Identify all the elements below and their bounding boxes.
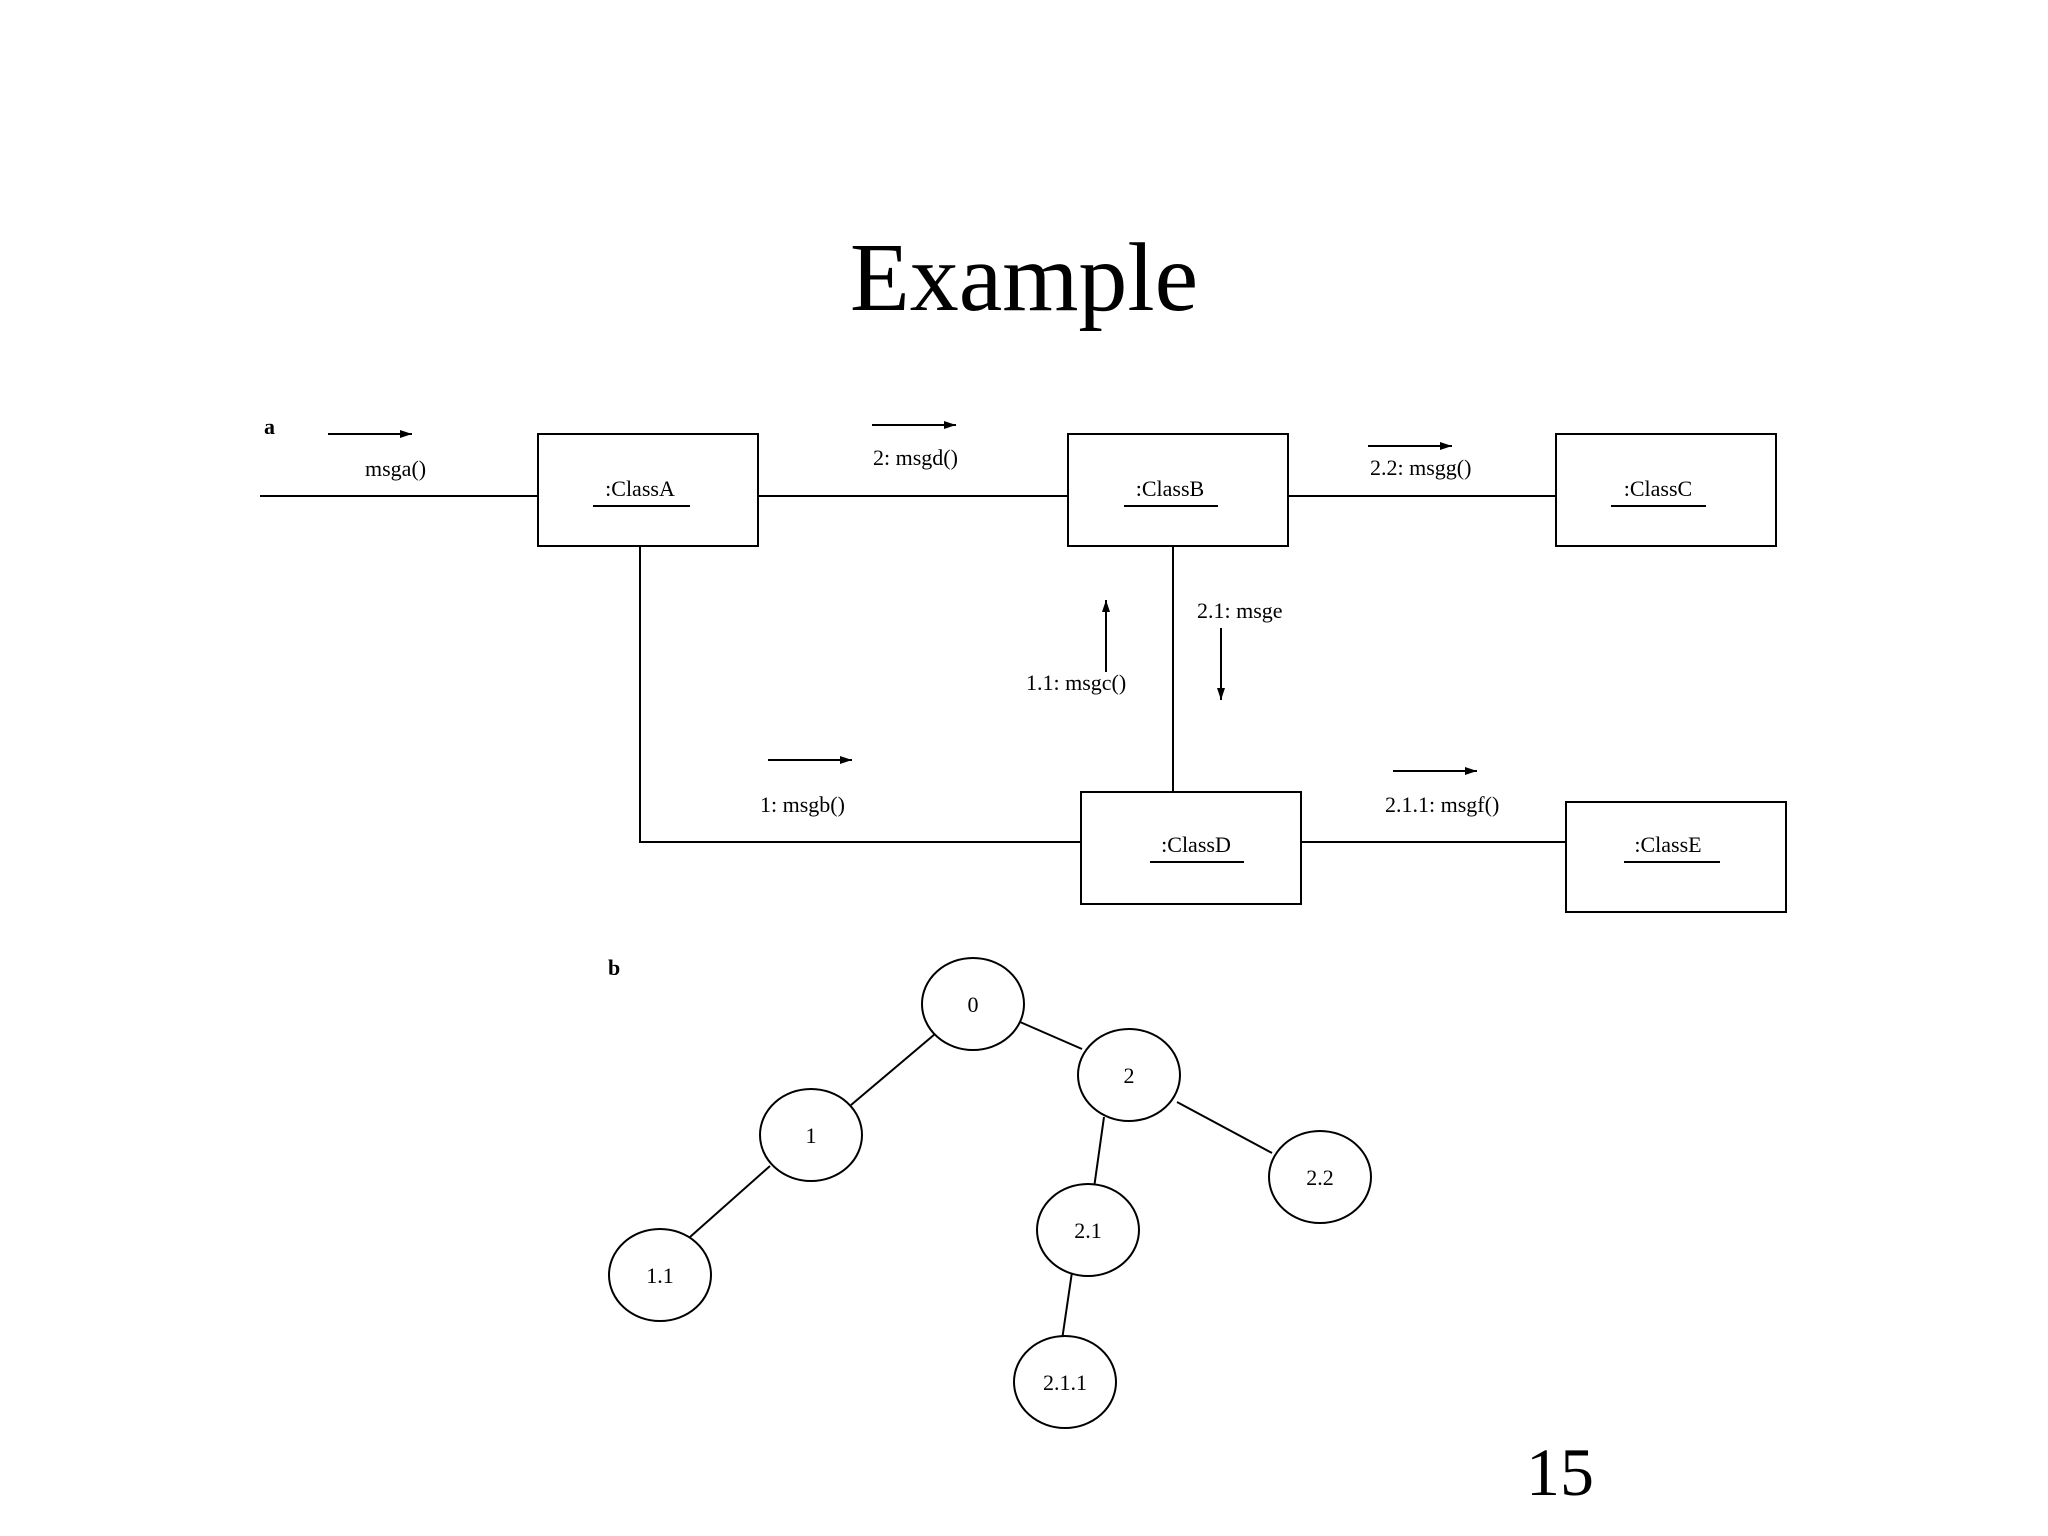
tree-edges (689, 1021, 1273, 1341)
tree-node-label: 1 (806, 1123, 817, 1148)
tree-node-circle (1013, 1335, 1117, 1429)
tree-node-1-1: 1.1 (608, 1228, 712, 1322)
message-label-msga: msga() (365, 456, 426, 481)
object-label: :ClassE (1634, 832, 1701, 857)
object-label: :ClassA (605, 476, 675, 501)
tree-node-label: 0 (968, 992, 979, 1017)
tree-node-2-1: 2.1 (1036, 1183, 1140, 1277)
object-box (1067, 433, 1289, 547)
tree-node-2-1-1: 2.1.1 (1013, 1335, 1117, 1429)
tree-edge-21-211 (1061, 1271, 1073, 1341)
tree-node-circle (921, 957, 1025, 1051)
object-box (1565, 801, 1787, 913)
panel-a-label: a (264, 414, 275, 439)
message-label-msgd: 2: msgd() (873, 445, 958, 470)
tree-edge-0-2 (1019, 1021, 1083, 1050)
tree-node-circle (1036, 1183, 1140, 1277)
tree-node-label: 2.1.1 (1043, 1370, 1087, 1395)
tree-node-circle (1077, 1028, 1181, 1122)
object-box (537, 433, 759, 547)
message-label-msgf: 2.1.1: msgf() (1385, 792, 1499, 817)
slide-title: Example (849, 224, 1199, 332)
tree-node-circle (608, 1228, 712, 1322)
tree-edge-1-11 (689, 1165, 771, 1238)
object-box (1555, 433, 1777, 547)
tree-node-2-2: 2.2 (1268, 1130, 1372, 1224)
tree-node-label: 1.1 (646, 1263, 674, 1288)
links (260, 495, 1566, 843)
tree-node-0: 0 (921, 957, 1025, 1051)
object-classE: :ClassE (1565, 801, 1787, 913)
message-label-msge: 2.1: msge (1197, 598, 1283, 623)
message-label-msgg: 2.2: msgg() (1370, 455, 1471, 480)
panel-b-label: b (608, 955, 620, 980)
object-classD: :ClassD (1080, 791, 1302, 905)
object-classB: :ClassB (1067, 433, 1289, 547)
tree-node-label: 2.2 (1306, 1165, 1334, 1190)
tree-node-circle (1268, 1130, 1372, 1224)
tree-edge-0-1 (850, 1033, 936, 1106)
message-arrows (328, 421, 1477, 775)
message-label-msgc: 1.1: msgc() (1026, 670, 1126, 695)
tree-node-label: 2.1 (1074, 1218, 1102, 1243)
tree-edge-2-22 (1176, 1101, 1273, 1154)
tree-node-2: 2 (1077, 1028, 1181, 1122)
tree-edge-2-21 (1093, 1116, 1105, 1189)
tree-node-circle (759, 1088, 863, 1182)
object-label: :ClassC (1624, 476, 1692, 501)
link-classA-classD (639, 546, 1081, 843)
object-classC: :ClassC (1555, 433, 1777, 547)
tree-node-label: 2 (1124, 1063, 1135, 1088)
object-box (1080, 791, 1302, 905)
message-label-msgb: 1: msgb() (760, 792, 845, 817)
object-label: :ClassB (1136, 476, 1204, 501)
tree-node-1: 1 (759, 1088, 863, 1182)
object-classA: :ClassA (537, 433, 759, 547)
object-label: :ClassD (1161, 832, 1231, 857)
page-number: 15 (1526, 1434, 1594, 1510)
